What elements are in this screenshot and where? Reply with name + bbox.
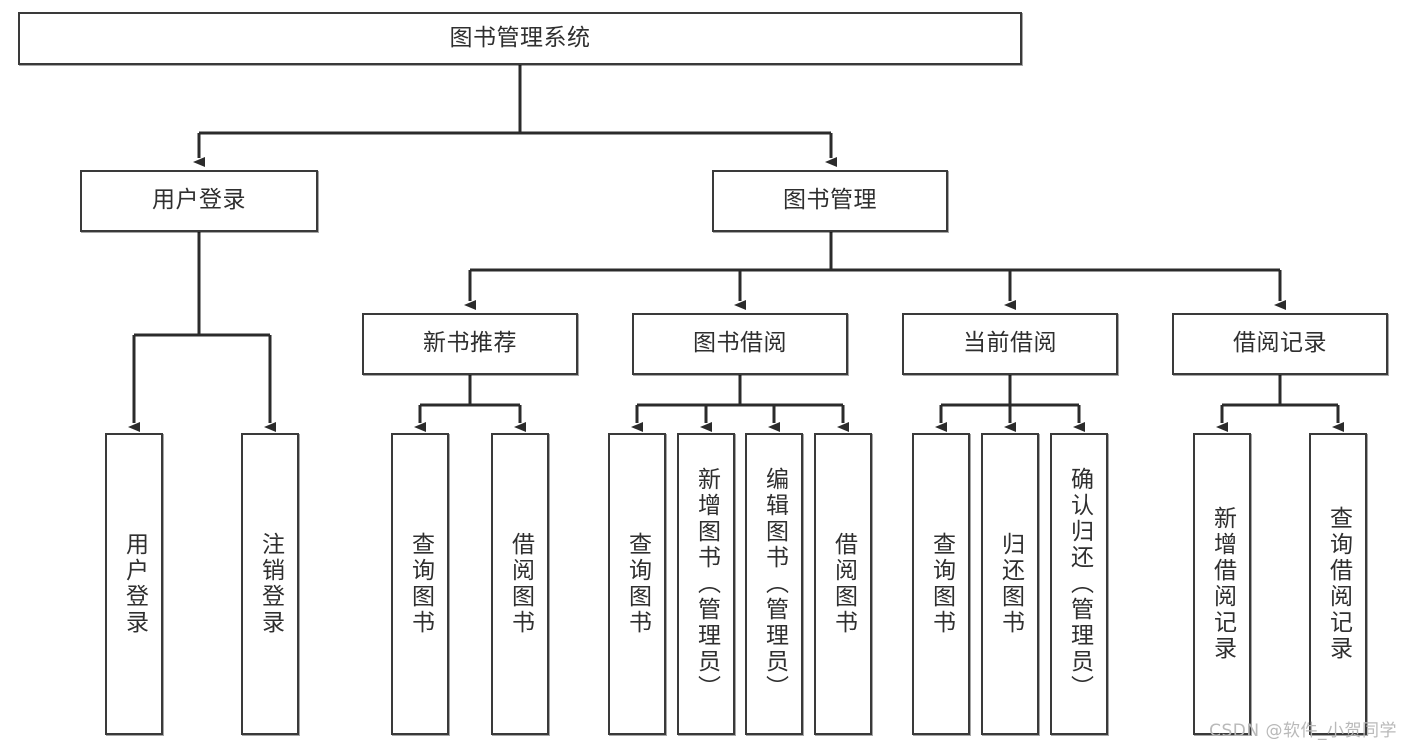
node-leaf-add-record[interactable]: 新增借阅记录 — [1193, 433, 1251, 735]
node-leaf-return-book[interactable]: 归还图书 — [981, 433, 1039, 735]
node-leaf-borrow-book-1-label: 借阅图书 — [507, 532, 534, 636]
csdn-watermark: CSDN @软件_小贺同学 — [1209, 721, 1397, 741]
node-current-borrow-label: 当前借阅 — [963, 330, 1057, 357]
node-leaf-return-book-label: 归还图书 — [997, 532, 1024, 636]
node-book-borrow[interactable]: 图书借阅 — [632, 313, 848, 375]
node-leaf-logout-login[interactable]: 注销登录 — [241, 433, 299, 735]
node-new-book-recommend[interactable]: 新书推荐 — [362, 313, 578, 375]
node-leaf-query-record[interactable]: 查询借阅记录 — [1309, 433, 1367, 735]
node-borrow-record-label: 借阅记录 — [1233, 330, 1327, 357]
node-leaf-query-book-3-label: 查询图书 — [928, 532, 955, 636]
node-leaf-logout-login-label: 注销登录 — [257, 532, 284, 636]
node-leaf-add-book-label: 新增图书（管理员） — [693, 467, 720, 701]
node-leaf-add-record-label: 新增借阅记录 — [1209, 506, 1236, 662]
node-book-manage[interactable]: 图书管理 — [712, 170, 948, 232]
node-borrow-record[interactable]: 借阅记录 — [1172, 313, 1388, 375]
node-book-manage-label: 图书管理 — [783, 187, 877, 214]
node-user-login[interactable]: 用户登录 — [80, 170, 318, 232]
node-book-borrow-label: 图书借阅 — [693, 330, 787, 357]
node-user-login-label: 用户登录 — [152, 187, 246, 214]
node-leaf-query-book-2[interactable]: 查询图书 — [608, 433, 666, 735]
node-leaf-confirm-return[interactable]: 确认归还（管理员） — [1050, 433, 1108, 735]
node-leaf-add-book[interactable]: 新增图书（管理员） — [677, 433, 735, 735]
node-current-borrow[interactable]: 当前借阅 — [902, 313, 1118, 375]
node-new-book-recommend-label: 新书推荐 — [423, 330, 517, 357]
node-leaf-borrow-book-1[interactable]: 借阅图书 — [491, 433, 549, 735]
node-leaf-query-book-2-label: 查询图书 — [624, 532, 651, 636]
node-leaf-query-book-3[interactable]: 查询图书 — [912, 433, 970, 735]
node-leaf-borrow-book-2[interactable]: 借阅图书 — [814, 433, 872, 735]
node-leaf-query-book-1-label: 查询图书 — [407, 532, 434, 636]
node-root[interactable]: 图书管理系统 — [18, 12, 1022, 65]
node-root-label: 图书管理系统 — [449, 24, 591, 51]
node-leaf-user-login[interactable]: 用户登录 — [105, 433, 163, 735]
node-leaf-query-book-1[interactable]: 查询图书 — [391, 433, 449, 735]
node-leaf-borrow-book-2-label: 借阅图书 — [830, 532, 857, 636]
node-leaf-edit-book-label: 编辑图书（管理员） — [761, 467, 788, 701]
node-leaf-user-login-label: 用户登录 — [121, 532, 148, 636]
node-leaf-edit-book[interactable]: 编辑图书（管理员） — [745, 433, 803, 735]
node-leaf-query-record-label: 查询借阅记录 — [1325, 506, 1352, 662]
node-leaf-confirm-return-label: 确认归还（管理员） — [1066, 467, 1093, 701]
